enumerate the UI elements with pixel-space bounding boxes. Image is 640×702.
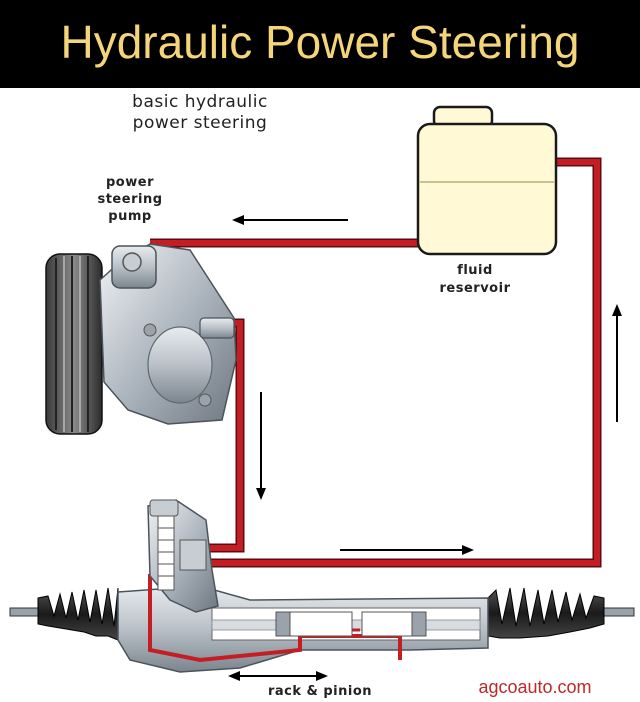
arrow-left-right-icon: [228, 671, 328, 681]
rack-and-pinion-label: rack & pinion: [267, 684, 373, 699]
pump-label: power steering pump: [97, 175, 163, 224]
rack-and-pinion-illustration: [9, 499, 635, 673]
fluid-lines: [150, 157, 602, 568]
title-banner: Hydraulic Power Steering: [0, 0, 640, 88]
arrow-down-icon: [256, 392, 266, 500]
power-steering-pump-illustration: [45, 243, 237, 435]
diagram-title: Hydraulic Power Steering: [60, 16, 580, 68]
arrow-up-icon: [612, 304, 622, 422]
brand-watermark: agcoauto.com: [478, 677, 592, 697]
arrow-right-icon: [340, 545, 474, 555]
arrow-left-icon: [232, 215, 348, 225]
reservoir-label: fluid reservoir: [439, 263, 511, 296]
fluid-reservoir-illustration: [416, 105, 558, 256]
flow-arrows: [228, 215, 622, 681]
diagram-subtitle: basic hydraulic power steering: [132, 92, 268, 133]
